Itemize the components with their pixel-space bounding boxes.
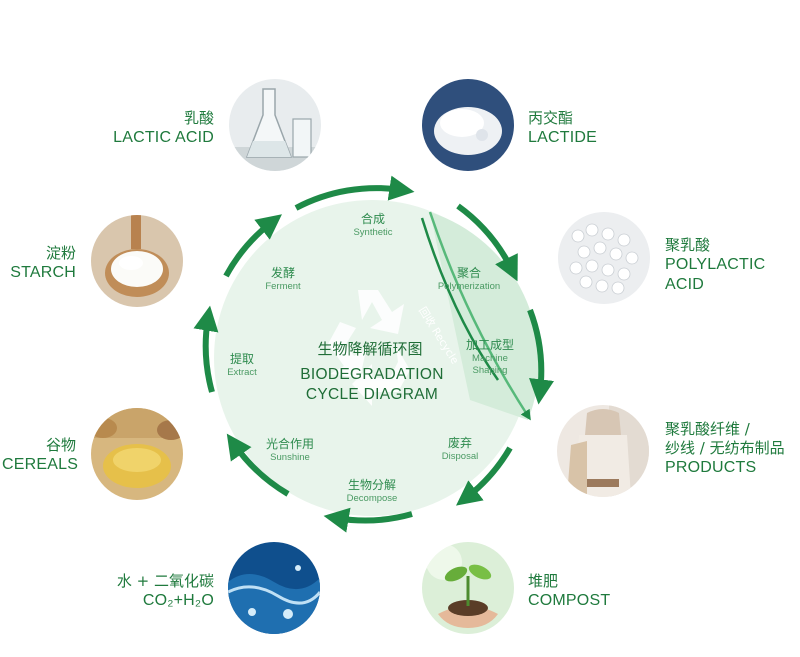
diagram-title-en: BIODEGRADATION CYCLE DIAGRAM <box>300 365 443 405</box>
step-en: Ferment <box>265 281 301 292</box>
label-water-co2: 水 + 二氧化碳 CO₂+H₂O <box>82 572 214 611</box>
recycle-arrow-icon <box>428 211 531 421</box>
step-cn: 提取 <box>229 352 254 366</box>
diagram-title-en-line1: BIODEGRADATION <box>300 366 444 383</box>
lactide-image <box>422 79 514 171</box>
step-cn: 合成 <box>360 212 386 226</box>
step-en: Disposal <box>441 451 479 462</box>
label-en: ACID <box>665 275 705 293</box>
label-compost: 堆肥 COMPOST <box>528 572 668 611</box>
polylactic-acid-image <box>558 212 650 304</box>
label-starch: 淀粉 STARCH <box>2 244 76 283</box>
label-cn: 水 + 二氧化碳 <box>116 572 214 590</box>
step-polymerization: 聚合 Polymerization <box>438 266 500 293</box>
step-en: Extract <box>227 367 257 378</box>
label-products: 聚乳酸纤维 / 纱线 / 无纺布制品 PRODUCTS <box>665 420 799 478</box>
water-co2-image <box>228 542 320 634</box>
step-cn: 加工成型 <box>465 338 515 352</box>
label-cn: 纱线 / 无纺布制品 <box>665 438 785 457</box>
step-disposal: 废弃 Disposal <box>442 436 478 463</box>
label-en: PRODUCTS <box>665 458 757 476</box>
lactic-acid-image <box>229 79 321 171</box>
label-polylactic-acid: 聚乳酸 POLYLACTIC ACID <box>665 236 795 295</box>
arrow-icon <box>323 507 413 533</box>
label-en: CO₂+H₂O <box>142 591 214 609</box>
recycle-guide <box>420 217 500 381</box>
label-en: CEREALS <box>2 455 79 473</box>
step-cn: 生物分解 <box>347 478 397 492</box>
cereals-image <box>91 408 183 500</box>
step-en: Synthetic <box>353 227 393 238</box>
label-cn: 淀粉 <box>45 244 76 262</box>
step-synthetic: 合成 Synthetic <box>353 212 392 239</box>
arrow-icon <box>527 308 555 405</box>
label-en: LACTIC ACID <box>113 128 214 146</box>
label-en: POLYLACTIC <box>665 255 766 273</box>
label-cn: 乳酸 <box>183 109 214 127</box>
label-cn: 聚乳酸 <box>665 236 711 254</box>
step-en: Polymerization <box>437 281 501 292</box>
diagram-title-cn: 生物降解循环图 <box>317 340 423 358</box>
label-cn: 堆肥 <box>528 572 559 590</box>
step-cn: 聚合 <box>456 266 481 280</box>
products-image <box>557 405 649 497</box>
step-en: Machine <box>472 353 508 364</box>
label-cn: 聚乳酸纤维 / <box>665 420 750 438</box>
recycle-region <box>430 212 539 420</box>
step-en: Sunshine <box>270 452 310 463</box>
arrow-icon <box>223 214 282 278</box>
arrow-icon <box>456 203 518 282</box>
diagram-title-en-line2: CYCLE DIAGRAM <box>305 386 439 403</box>
label-en: LACTIDE <box>528 128 597 146</box>
starch-image <box>91 215 183 307</box>
step-en: Shaping <box>472 365 508 376</box>
step-en: Decompose <box>346 493 398 504</box>
label-cereals: 谷物 CEREALS <box>2 436 79 475</box>
label-cn: 丙交酯 <box>528 109 574 127</box>
label-lactic-acid: 乳酸 LACTIC ACID <box>92 109 214 148</box>
step-extract: 提取 Extract <box>227 352 257 379</box>
step-sunshine: 光合作用 Sunshine <box>266 437 314 464</box>
arrow-icon <box>294 175 415 211</box>
step-cn: 光合作用 <box>265 437 315 451</box>
arrow-icon <box>193 305 219 393</box>
arrow-icon <box>226 433 290 497</box>
label-en: COMPOST <box>528 591 611 609</box>
compost-image <box>422 542 514 634</box>
arrow-icon <box>456 446 513 506</box>
step-ferment: 发酵 Ferment <box>265 266 300 293</box>
label-lactide: 丙交酯 LACTIDE <box>528 109 668 148</box>
label-cn: 谷物 <box>45 436 76 454</box>
step-decompose: 生物分解 Decompose <box>347 478 398 505</box>
step-machine-shaping: 加工成型 Machine Shaping <box>466 338 514 377</box>
recycle-symbol-icon <box>328 290 410 406</box>
label-en: STARCH <box>10 263 76 281</box>
step-cn: 废弃 <box>447 436 472 450</box>
step-cn: 发酵 <box>270 266 295 280</box>
